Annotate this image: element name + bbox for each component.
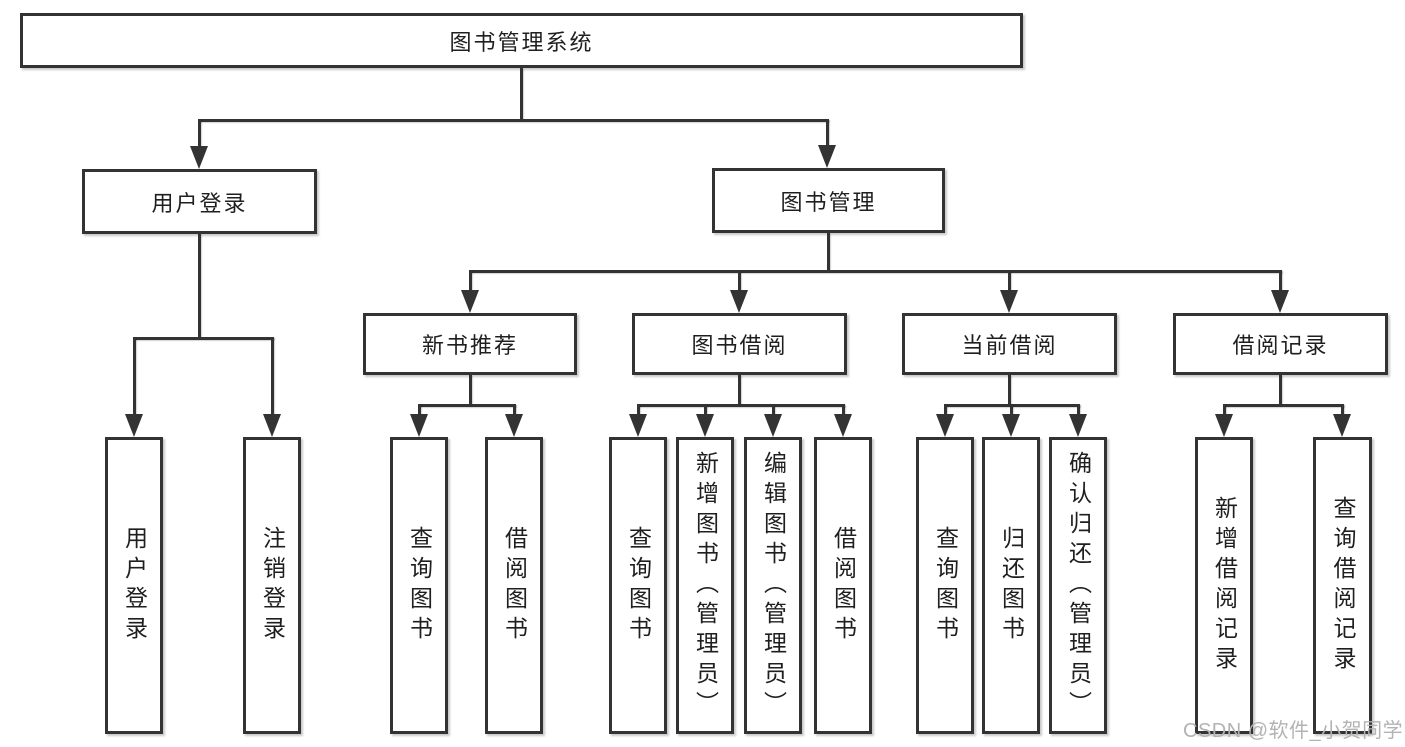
leaf-label: 新增图书（管理员） bbox=[692, 450, 719, 721]
arrowhead-icon bbox=[1000, 290, 1018, 313]
node-current-borrowing: 当前借阅 bbox=[902, 313, 1117, 375]
leaf-query-books-borrow: 查询图书 bbox=[609, 437, 667, 734]
connector-drop bbox=[1077, 404, 1080, 418]
leaf-query-books-current: 查询图书 bbox=[916, 437, 974, 734]
leaf-borrow-books: 借阅图书 bbox=[814, 437, 872, 734]
connector-drop-leaf-logout bbox=[271, 337, 274, 417]
csdn-watermark: CSDN @软件_小贺同学 bbox=[1183, 720, 1404, 742]
leaf-label: 查询图书 bbox=[406, 525, 433, 646]
leaf-return-books: 归还图书 bbox=[982, 437, 1040, 734]
leaf-label: 查询图书 bbox=[932, 525, 959, 646]
connector-drop-book-borrow bbox=[738, 270, 741, 294]
node-root-label: 图书管理系统 bbox=[449, 29, 594, 55]
connector-trunk-new-book bbox=[469, 375, 472, 406]
leaf-query-borrow-record: 查询借阅记录 bbox=[1313, 437, 1372, 734]
leaf-query-books-recommend: 查询图书 bbox=[390, 437, 448, 734]
leaf-edit-books-admin: 编辑图书（管理员） bbox=[744, 437, 802, 734]
connector-branch-book-borrow bbox=[637, 404, 845, 407]
connector-drop bbox=[944, 404, 947, 418]
arrowhead-icon bbox=[1333, 414, 1351, 437]
arrowhead-icon bbox=[764, 414, 782, 437]
connector-trunk-user-login bbox=[198, 234, 201, 337]
connector-drop-current-borrow bbox=[1008, 270, 1011, 294]
connector-drop bbox=[704, 404, 707, 418]
node-borrowing-records: 借阅记录 bbox=[1173, 313, 1388, 375]
connector-drop-leaf-user-login bbox=[133, 337, 136, 417]
leaf-label: 查询借阅记录 bbox=[1330, 495, 1356, 676]
node-book-management: 图书管理 bbox=[712, 168, 945, 233]
leaf-label: 借阅图书 bbox=[830, 525, 857, 646]
connector-trunk-book-management bbox=[827, 233, 830, 271]
connector-drop-borrow-records bbox=[1279, 270, 1282, 294]
node-root: 图书管理系统 bbox=[20, 13, 1023, 68]
leaf-label: 注销登录 bbox=[259, 525, 286, 646]
arrowhead-icon bbox=[1215, 414, 1233, 437]
connector-branch-borrow-records bbox=[1223, 404, 1344, 407]
connector-drop bbox=[1341, 404, 1344, 418]
arrowhead-icon bbox=[125, 414, 143, 437]
leaf-label: 借阅图书 bbox=[501, 525, 528, 646]
node-new-book-recommend-label: 新书推荐 bbox=[421, 333, 518, 358]
leaf-label: 用户登录 bbox=[121, 525, 148, 646]
arrowhead-icon bbox=[410, 414, 428, 437]
node-book-borrowing: 图书借阅 bbox=[632, 313, 847, 375]
connector-drop-user-login bbox=[198, 119, 201, 149]
arrowhead-icon bbox=[190, 146, 208, 169]
arrowhead-icon bbox=[263, 414, 281, 437]
connector-branch-new-book bbox=[418, 404, 516, 407]
connector-drop bbox=[513, 404, 516, 418]
arrowhead-icon bbox=[1002, 414, 1020, 437]
connector-drop bbox=[772, 404, 775, 418]
arrowhead-icon bbox=[505, 414, 523, 437]
leaf-user-login: 用户登录 bbox=[105, 437, 163, 734]
arrowhead-icon bbox=[834, 414, 852, 437]
connector-drop-new-book bbox=[469, 270, 472, 294]
arrowhead-icon bbox=[629, 414, 647, 437]
node-current-borrowing-label: 当前借阅 bbox=[961, 333, 1058, 358]
leaf-label: 查询图书 bbox=[625, 525, 652, 646]
leaf-label: 确认归还（管理员） bbox=[1065, 450, 1092, 721]
connector-drop bbox=[637, 404, 640, 418]
leaf-confirm-return-admin: 确认归还（管理员） bbox=[1049, 437, 1107, 734]
leaf-label: 归还图书 bbox=[998, 525, 1025, 646]
connector-trunk-borrow-records bbox=[1279, 375, 1282, 406]
node-user-login: 用户登录 bbox=[82, 169, 317, 234]
connector-branch-root bbox=[198, 119, 829, 122]
connector-drop bbox=[1223, 404, 1226, 418]
leaf-label: 新增借阅记录 bbox=[1211, 495, 1238, 676]
connector-branch-book-management bbox=[469, 270, 1282, 273]
leaf-add-borrow-record: 新增借阅记录 bbox=[1195, 437, 1253, 734]
leaf-logout: 注销登录 bbox=[243, 437, 301, 734]
node-new-book-recommend: 新书推荐 bbox=[363, 313, 577, 375]
connector-drop-book-management bbox=[826, 119, 829, 149]
node-book-management-label: 图书管理 bbox=[780, 189, 877, 215]
leaf-add-books-admin: 新增图书（管理员） bbox=[676, 437, 734, 734]
connector-branch-user-login bbox=[133, 337, 274, 340]
node-borrowing-records-label: 借阅记录 bbox=[1232, 333, 1329, 358]
connector-drop bbox=[842, 404, 845, 418]
connector-trunk-root bbox=[520, 68, 523, 119]
node-book-borrowing-label: 图书借阅 bbox=[691, 333, 788, 358]
arrowhead-icon bbox=[461, 290, 479, 313]
leaf-label: 编辑图书（管理员） bbox=[760, 450, 787, 721]
leaf-borrow-books-recommend: 借阅图书 bbox=[485, 437, 543, 734]
arrowhead-icon bbox=[818, 145, 836, 168]
connector-drop bbox=[1010, 404, 1013, 418]
arrowhead-icon bbox=[1069, 414, 1087, 437]
connector-trunk-current-borrow bbox=[1008, 375, 1011, 406]
arrowhead-icon bbox=[1271, 290, 1289, 313]
arrowhead-icon bbox=[696, 414, 714, 437]
arrowhead-icon bbox=[936, 414, 954, 437]
connector-trunk-book-borrow bbox=[738, 375, 741, 406]
arrowhead-icon bbox=[730, 290, 748, 313]
connector-drop bbox=[418, 404, 421, 418]
node-user-login-label: 用户登录 bbox=[151, 190, 248, 216]
